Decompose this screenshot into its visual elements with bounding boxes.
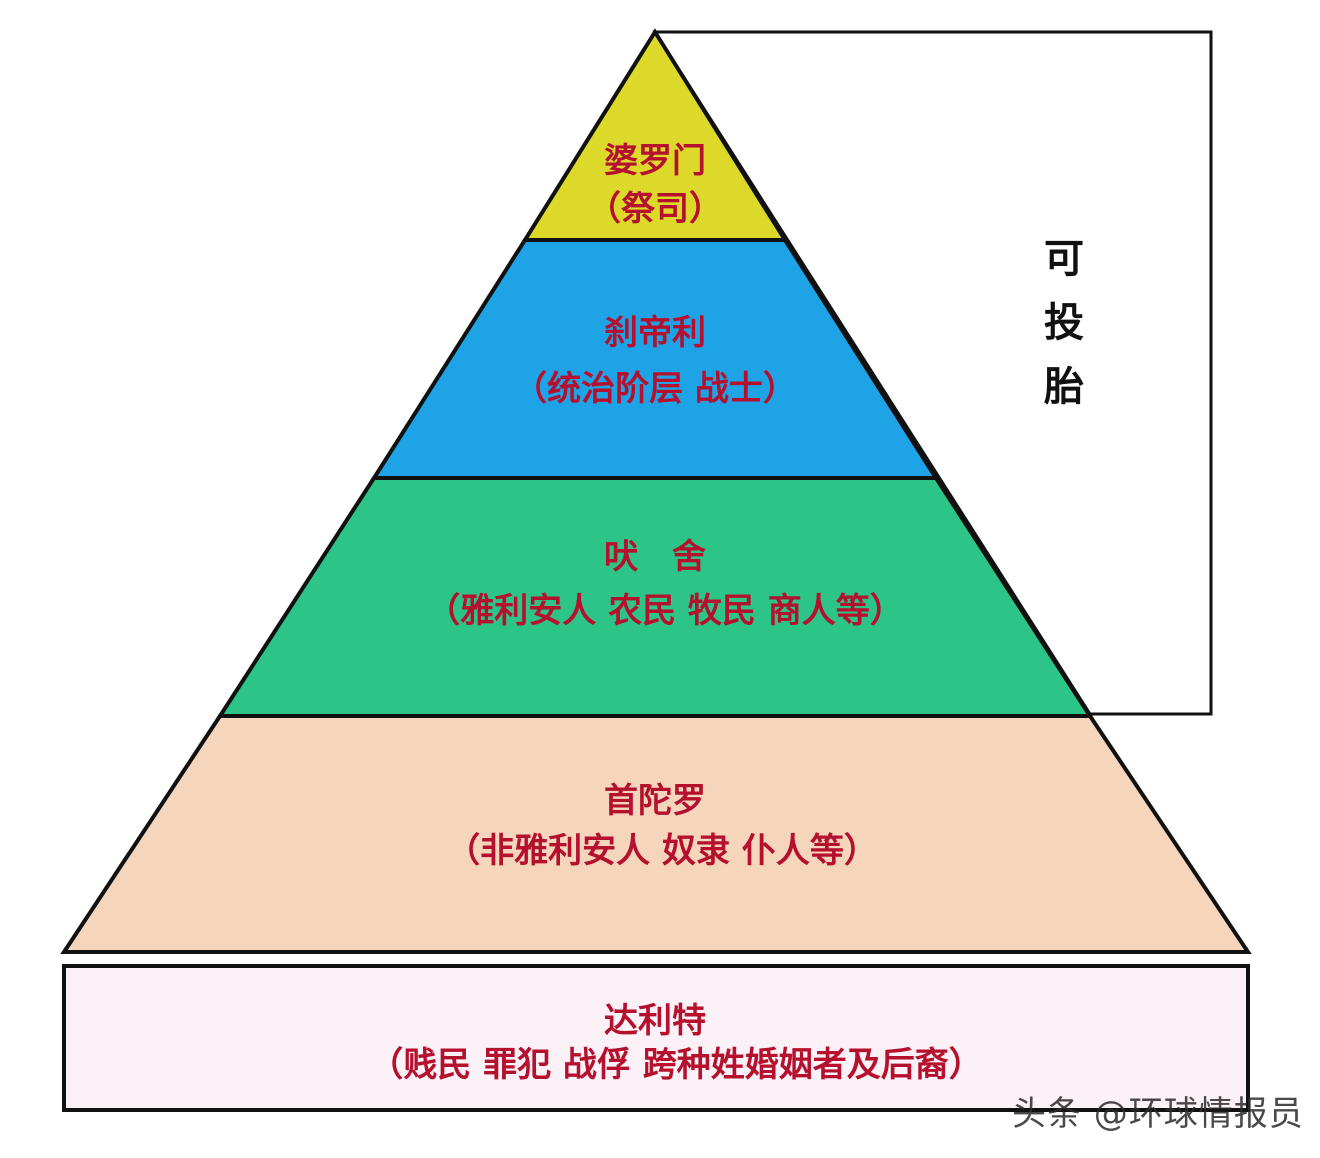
tier-brahmin-name: 婆罗门 — [604, 141, 706, 181]
rebirth-char-1: 可 — [1044, 235, 1084, 282]
tier-kshatriya-name: 刹帝利 — [604, 313, 706, 353]
tier-kshatriya-desc: （统治阶层 战士） — [513, 369, 797, 409]
rebirth-char-2: 投 — [1044, 299, 1084, 346]
rebirth-char-3: 胎 — [1044, 363, 1084, 410]
tier-shudra-band — [60, 714, 1252, 954]
tier-brahmin-desc: （祭司） — [587, 189, 723, 229]
tier-dalit-desc: （贱民 罪犯 战俘 跨种姓婚姻者及后裔） — [369, 1045, 983, 1085]
watermark-text: 头条 @环球情报员 — [1012, 1094, 1304, 1134]
tier-dalit-band — [62, 964, 1250, 1112]
tier-shudra-desc: （非雅利安人 奴隶 仆人等） — [446, 831, 878, 871]
tier-vaishya-desc: （雅利安人 农民 牧民 商人等） — [426, 591, 904, 631]
rebirth-box-frame — [652, 30, 1213, 716]
tier-shudra-name: 首陀罗 — [604, 781, 706, 821]
tier-vaishya-name: 吠 舍 — [604, 537, 706, 577]
tier-dalit-name: 达利特 — [604, 1001, 706, 1041]
